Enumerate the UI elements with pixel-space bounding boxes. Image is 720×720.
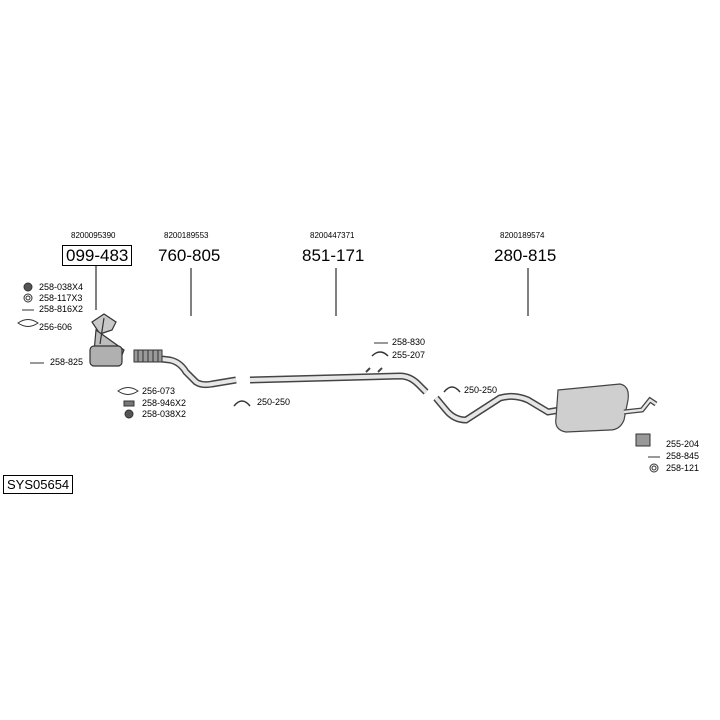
- middle-pipe: [249, 367, 429, 395]
- fitting-label[interactable]: 255-207: [392, 350, 426, 360]
- part-number-middle-pipe[interactable]: 851-171: [302, 246, 365, 265]
- rear-silencer: [433, 383, 658, 433]
- part-number-catalytic[interactable]: 099-483: [62, 245, 133, 266]
- oem-number-1: 8200095390: [71, 231, 116, 240]
- oem-number-3: 8200447371: [310, 231, 355, 240]
- fitting-label[interactable]: 258-830: [392, 337, 426, 347]
- system-code: SYS05654: [3, 475, 74, 494]
- fitting-label[interactable]: 256-606: [39, 322, 73, 332]
- fitting-label[interactable]: 258-117X3: [39, 293, 83, 303]
- fitting-icons: [17, 282, 660, 473]
- oem-number-2: 8200189553: [164, 231, 209, 240]
- catalytic-converter: [89, 313, 125, 367]
- fitting-label[interactable]: 255-204: [666, 439, 700, 449]
- fitting-label[interactable]: 258-946X2: [142, 398, 187, 408]
- fitting-label[interactable]: 258-038X2: [142, 409, 187, 419]
- fitting-label[interactable]: 258-816X2: [39, 304, 84, 314]
- fitting-label[interactable]: 250-250: [257, 397, 291, 407]
- fitting-label[interactable]: 258-038X4: [39, 282, 84, 292]
- fitting-label[interactable]: 258-121: [666, 463, 700, 473]
- part-number-rear-silencer[interactable]: 280-815: [494, 246, 557, 265]
- fitting-label[interactable]: 250-250: [464, 385, 498, 395]
- part-number-front-pipe[interactable]: 760-805: [158, 246, 221, 265]
- fitting-label[interactable]: 256-073: [142, 386, 176, 396]
- fitting-label[interactable]: 258-825: [50, 357, 84, 367]
- front-pipe: [133, 349, 237, 389]
- oem-number-4: 8200189574: [500, 231, 545, 240]
- fitting-label[interactable]: 258-845: [666, 451, 700, 461]
